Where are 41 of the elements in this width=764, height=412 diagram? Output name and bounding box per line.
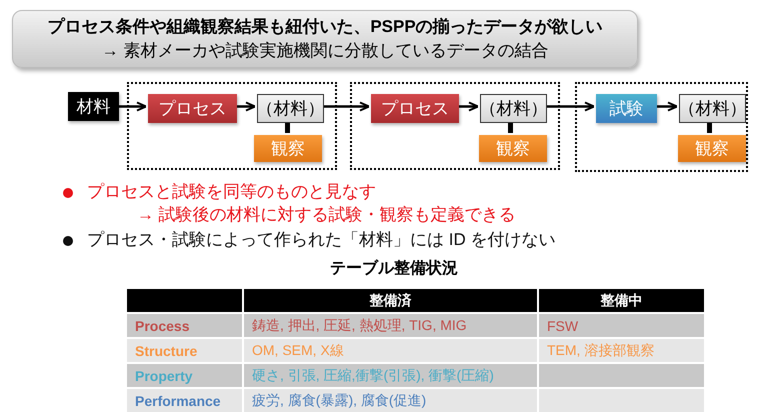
connector-line — [508, 121, 513, 133]
bullet-text: → 試験後の材料に対する試験・観察も定義できる — [137, 204, 516, 226]
arrow — [119, 102, 147, 112]
material-box: （材料） — [679, 94, 746, 123]
column-heading: 整備済 — [243, 288, 538, 313]
table-entry: 硬さ, 引張, 圧縮,衝撃(引張), 衝撃(圧縮) — [243, 363, 538, 388]
row-heading: Structure — [126, 338, 243, 363]
dotted-group-box — [575, 82, 748, 172]
arrow — [655, 102, 678, 112]
bullet-text: プロセスと試験を同等のものと見なす — [87, 181, 376, 203]
arrow — [457, 102, 479, 112]
banner-subtext: → 素材メーカや試験実施機関に分散しているデータの結合 — [102, 40, 548, 62]
column-heading: 整備中 — [538, 288, 705, 313]
table-entry: 鋳造, 押出, 圧延, 熱処理, TIG, MIG — [243, 313, 538, 338]
test-box: 試験 — [596, 94, 657, 123]
observation-box: 観察 — [479, 135, 547, 162]
arrow — [235, 102, 256, 112]
banner-box — [12, 10, 638, 68]
banner-heading: プロセス条件や組織観察結果も紐付いた、PSPPの揃ったデータが欲しい — [47, 16, 603, 38]
dotted-group-box — [127, 82, 337, 170]
connector-line — [707, 121, 712, 133]
dotted-group-box — [350, 82, 560, 170]
connector-line — [285, 121, 290, 133]
observation-box: 観察 — [678, 135, 746, 162]
material-box: 材料 — [68, 92, 119, 121]
table-entry: 疲労, 腐食(暴露), 腐食(促進) — [243, 388, 538, 412]
row-heading: Performance — [126, 388, 243, 412]
arrow — [545, 102, 595, 112]
process-box: プロセス — [371, 94, 459, 123]
material-box: （材料） — [257, 94, 324, 123]
process-box: プロセス — [148, 94, 237, 123]
row-heading: Property — [126, 363, 243, 388]
observation-box: 観察 — [254, 135, 322, 162]
material-box: （材料） — [480, 94, 547, 123]
table-title: テーブル整備状況 — [330, 258, 458, 279]
table-entry: TEM, 溶接部観察 — [538, 338, 705, 363]
row-heading: Process — [126, 313, 243, 338]
bullet-text: プロセス・試験によって作られた「材料」には ID を付けない — [87, 229, 556, 251]
table-entry: OM, SEM, X線 — [243, 338, 538, 363]
table-entry: FSW — [538, 313, 705, 338]
arrow — [322, 102, 370, 112]
